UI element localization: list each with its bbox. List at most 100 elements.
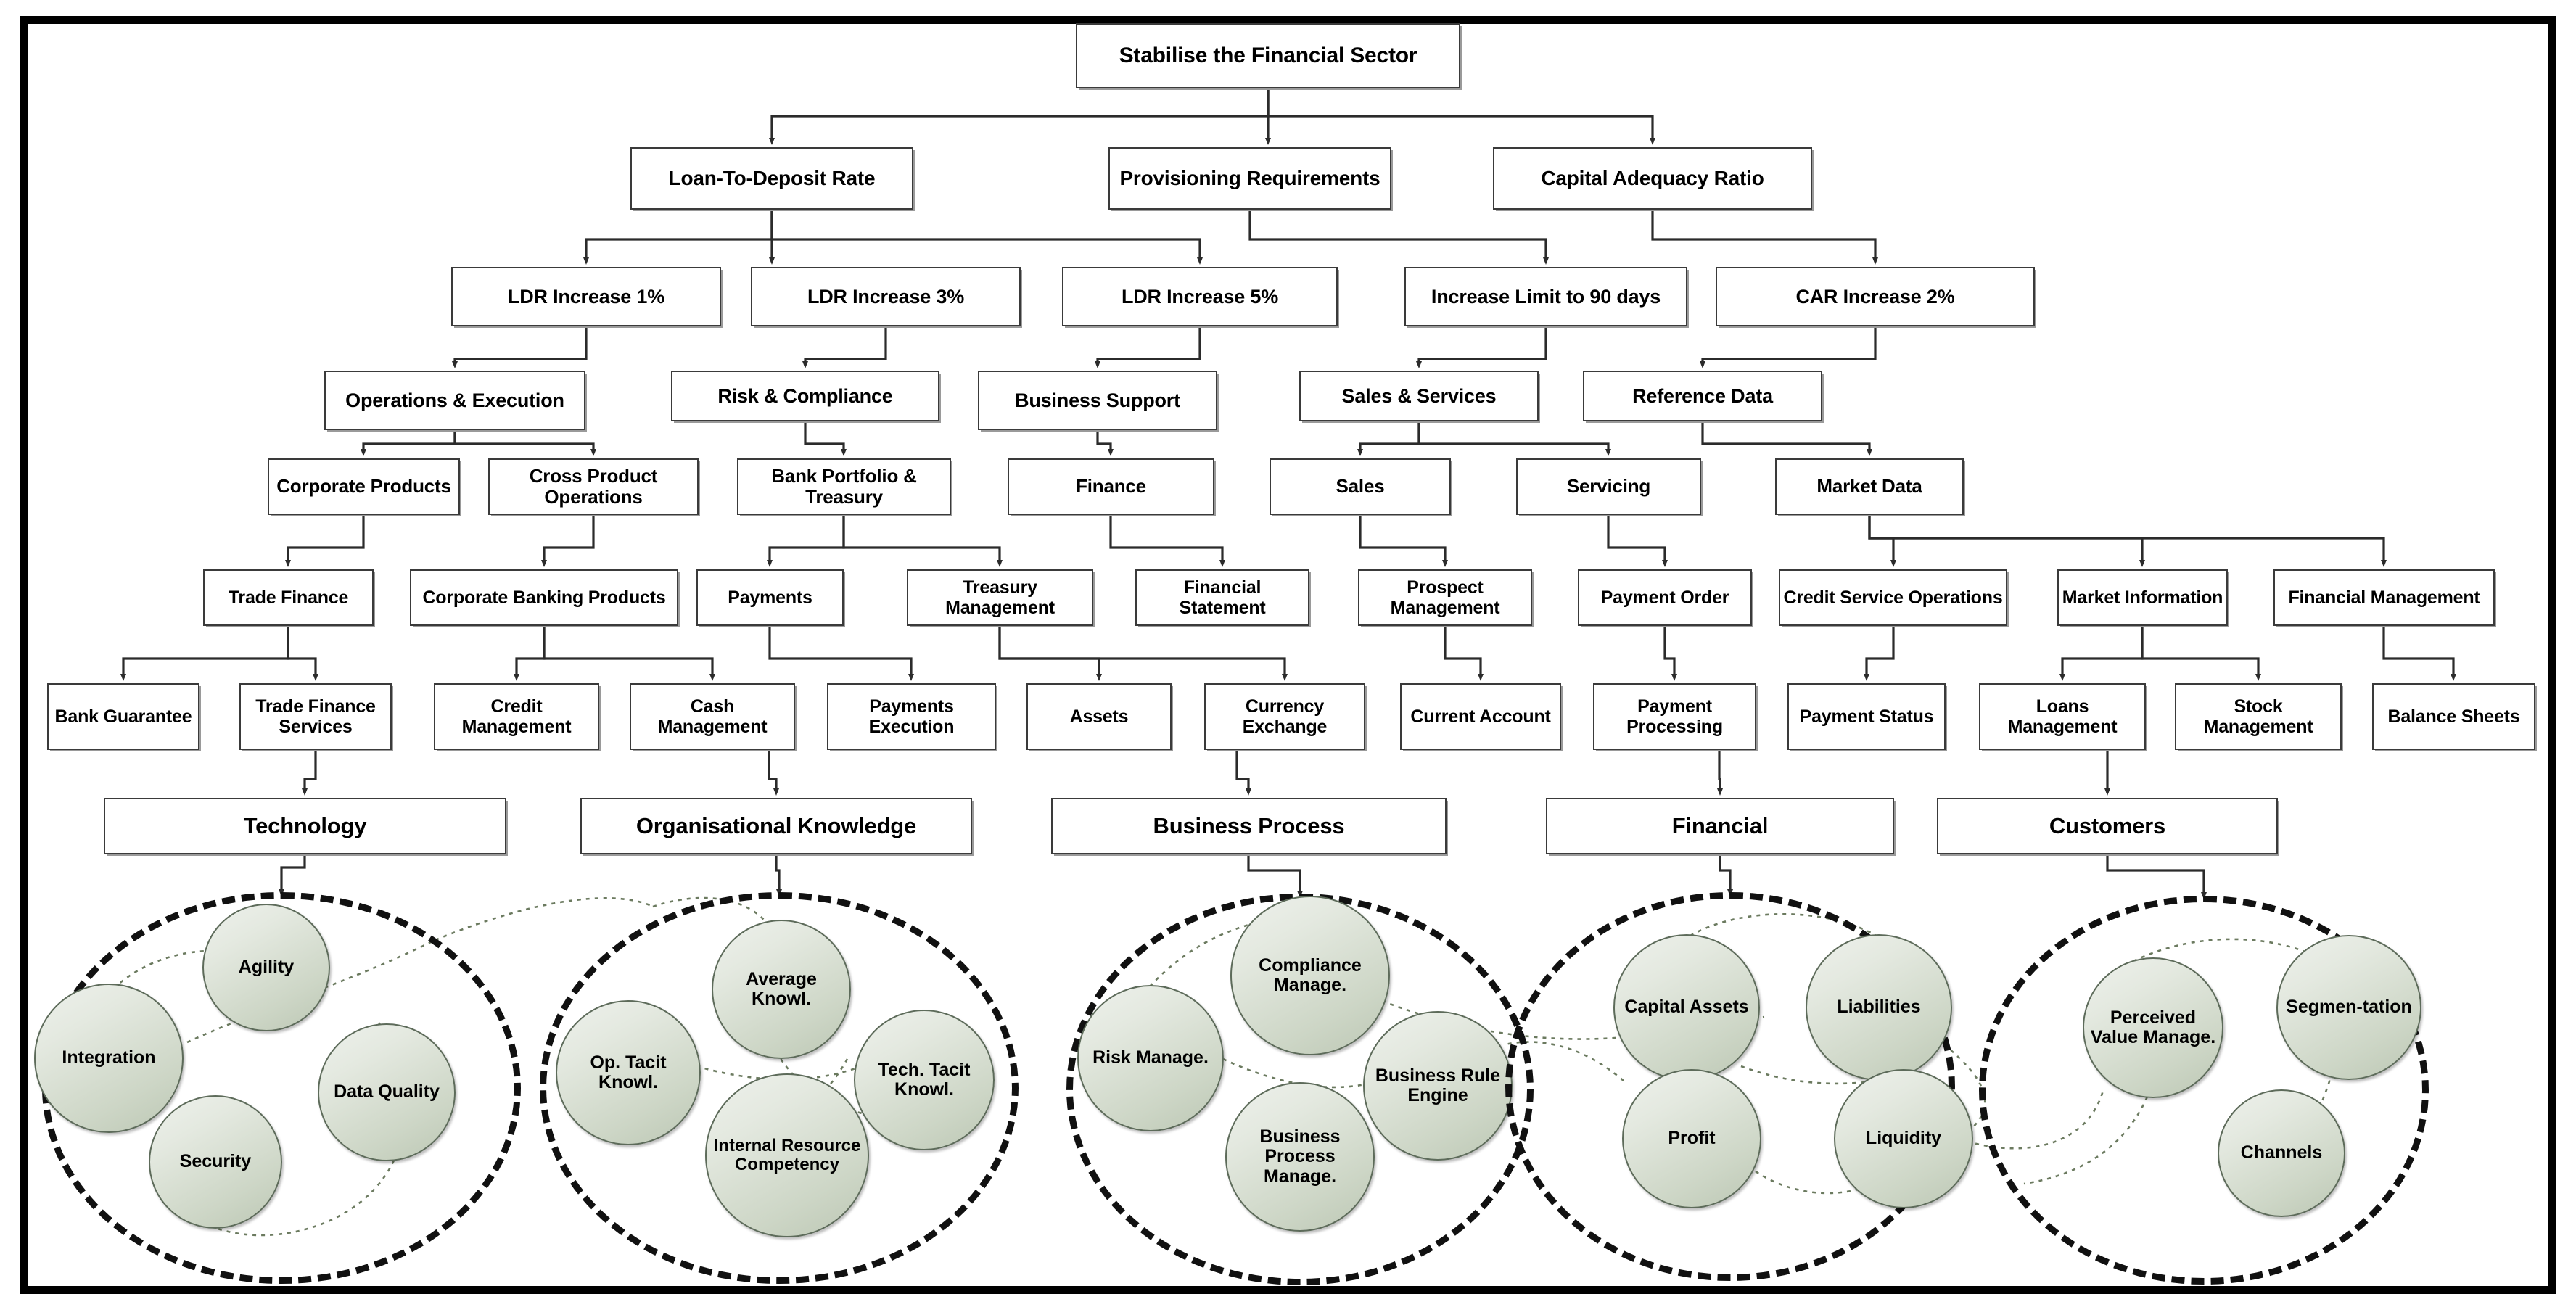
service-box-trade-finance[interactable]: Trade Finance: [203, 569, 374, 626]
outer-frame: [20, 16, 2556, 1294]
capability-box-current-account[interactable]: Current Account: [1400, 683, 1561, 750]
bubble-tech-tacit-knowl[interactable]: Tech. Tacit Knowl.: [854, 1010, 995, 1150]
tactic-label: Increase Limit to 90 days: [1431, 285, 1661, 308]
bubble-op-tacit-knowl[interactable]: Op. Tacit Knowl.: [556, 1000, 701, 1145]
bubble-data-quality[interactable]: Data Quality: [318, 1023, 456, 1161]
capability-label: Credit Management: [461, 696, 572, 737]
tactic-box-car-increase-2[interactable]: CAR Increase 2%: [1716, 267, 2035, 326]
tactic-box-increase-limit-90-days[interactable]: Increase Limit to 90 days: [1404, 267, 1687, 326]
bubble-label: Tech. Tacit Knowl.: [878, 1059, 971, 1100]
bubble-label: Agility: [238, 957, 295, 978]
function-box-finance[interactable]: Finance: [1008, 458, 1214, 515]
service-label: Trade Finance: [228, 588, 349, 608]
bubble-capital-assets[interactable]: Capital Assets: [1613, 934, 1760, 1081]
bubble-risk-manage[interactable]: Risk Manage.: [1077, 985, 1224, 1131]
bubble-segmentation[interactable]: Segmen-tation: [2276, 935, 2421, 1080]
capability-box-cash-management[interactable]: Cash Management: [630, 683, 795, 750]
function-box-cross-product-operations[interactable]: Cross Product Operations: [488, 458, 699, 515]
domain-box-sales-services[interactable]: Sales & Services: [1299, 371, 1539, 421]
capability-label: Balance Sheets: [2387, 706, 2520, 727]
category-box-organisational-knowledge[interactable]: Organisational Knowledge: [580, 798, 972, 854]
service-label: Credit Service Operations: [1783, 588, 2003, 608]
function-box-corporate-products[interactable]: Corporate Products: [268, 458, 460, 515]
tactic-box-ldr-increase-1[interactable]: LDR Increase 1%: [451, 267, 721, 326]
function-box-market-data[interactable]: Market Data: [1775, 458, 1964, 515]
bubble-integration[interactable]: Integration: [34, 984, 184, 1133]
tactic-label: LDR Increase 5%: [1121, 285, 1279, 308]
function-label: Market Data: [1816, 475, 1922, 498]
bubble-average-knowl[interactable]: Average Knowl.: [712, 920, 851, 1059]
bubble-agility[interactable]: Agility: [202, 904, 330, 1031]
domain-label: Business Support: [1015, 389, 1180, 411]
bubble-perceived-value-manage[interactable]: Perceived Value Manage.: [2083, 957, 2223, 1098]
bubble-label: Capital Assets: [1624, 997, 1749, 1018]
bubble-label: Liabilities: [1837, 997, 1921, 1018]
strategy-label: Capital Adequacy Ratio: [1541, 167, 1764, 190]
domain-box-operations-execution[interactable]: Operations & Execution: [324, 371, 585, 430]
domain-label: Risk & Compliance: [717, 384, 893, 407]
category-box-customers[interactable]: Customers: [1937, 798, 2278, 854]
category-box-financial[interactable]: Financial: [1546, 798, 1894, 854]
tactic-box-ldr-increase-3[interactable]: LDR Increase 3%: [751, 267, 1021, 326]
capability-label: Currency Exchange: [1242, 696, 1328, 737]
function-label: Cross Product Operations: [529, 464, 658, 508]
bubble-label: Compliance Manage.: [1259, 955, 1362, 995]
service-box-payments[interactable]: Payments: [696, 569, 844, 626]
bubble-label: Perceived Value Manage.: [2090, 1007, 2216, 1047]
service-box-market-information[interactable]: Market Information: [2057, 569, 2228, 626]
bubble-internal-resource-competency[interactable]: Internal Resource Competency: [705, 1073, 869, 1237]
bubble-compliance-manage[interactable]: Compliance Manage.: [1230, 896, 1390, 1055]
bubble-label: Business Process Manage.: [1259, 1126, 1341, 1187]
category-label: Financial: [1671, 812, 1769, 838]
service-label: Prospect Management: [1390, 577, 1500, 618]
bubble-security[interactable]: Security: [149, 1095, 282, 1229]
function-box-bank-portfolio-treasury[interactable]: Bank Portfolio & Treasury: [737, 458, 951, 515]
bubble-label: Op. Tacit Knowl.: [590, 1052, 667, 1092]
function-label: Finance: [1076, 475, 1146, 498]
domain-box-business-support[interactable]: Business Support: [978, 371, 1217, 430]
domain-box-reference-data[interactable]: Reference Data: [1583, 371, 1822, 421]
bubble-business-rule-engine[interactable]: Business Rule Engine: [1363, 1011, 1513, 1161]
capability-box-trade-finance-services[interactable]: Trade Finance Services: [239, 683, 392, 750]
service-box-corporate-banking-products[interactable]: Corporate Banking Products: [410, 569, 678, 626]
tactic-box-ldr-increase-5[interactable]: LDR Increase 5%: [1062, 267, 1338, 326]
bubble-liabilities[interactable]: Liabilities: [1806, 934, 1952, 1081]
tactic-label: CAR Increase 2%: [1795, 285, 1955, 308]
capability-box-payment-processing[interactable]: Payment Processing: [1593, 683, 1756, 750]
bubble-label: Channels: [2240, 1142, 2323, 1163]
capability-label: Loans Management: [2007, 696, 2118, 737]
capability-label: Bank Guarantee: [54, 706, 192, 727]
service-label: Market Information: [2062, 588, 2223, 608]
category-box-business-process[interactable]: Business Process: [1051, 798, 1447, 854]
capability-label: Payment Status: [1799, 706, 1934, 727]
service-box-prospect-management[interactable]: Prospect Management: [1358, 569, 1532, 626]
bubble-liquidity[interactable]: Liquidity: [1834, 1069, 1973, 1208]
service-box-financial-statement[interactable]: Financial Statement: [1135, 569, 1309, 626]
bubble-profit[interactable]: Profit: [1622, 1069, 1761, 1208]
category-box-technology[interactable]: Technology: [104, 798, 506, 854]
strategy-box-capital-adequacy-ratio[interactable]: Capital Adequacy Ratio: [1493, 147, 1812, 210]
bubble-label: Profit: [1668, 1128, 1716, 1149]
capability-box-stock-management[interactable]: Stock Management: [2175, 683, 2342, 750]
capability-box-payments-execution[interactable]: Payments Execution: [827, 683, 996, 750]
service-box-credit-service-operations[interactable]: Credit Service Operations: [1779, 569, 2007, 626]
goal-box[interactable]: Stabilise the Financial Sector: [1076, 23, 1460, 88]
strategy-box-provisioning-requirements[interactable]: Provisioning Requirements: [1108, 147, 1391, 210]
capability-label: Current Account: [1410, 706, 1551, 727]
capability-box-payment-status[interactable]: Payment Status: [1787, 683, 1946, 750]
strategy-box-loan-to-deposit-rate[interactable]: Loan-To-Deposit Rate: [630, 147, 913, 210]
capability-box-assets[interactable]: Assets: [1026, 683, 1172, 750]
function-box-sales[interactable]: Sales: [1270, 458, 1451, 515]
capability-box-loans-management[interactable]: Loans Management: [1979, 683, 2146, 750]
service-box-payment-order[interactable]: Payment Order: [1578, 569, 1752, 626]
capability-box-balance-sheets[interactable]: Balance Sheets: [2372, 683, 2535, 750]
bubble-channels[interactable]: Channels: [2218, 1089, 2345, 1217]
function-box-servicing[interactable]: Servicing: [1516, 458, 1701, 515]
capability-box-currency-exchange[interactable]: Currency Exchange: [1204, 683, 1365, 750]
service-box-financial-management[interactable]: Financial Management: [2273, 569, 2495, 626]
capability-box-credit-management[interactable]: Credit Management: [434, 683, 599, 750]
domain-box-risk-compliance[interactable]: Risk & Compliance: [671, 371, 939, 421]
capability-box-bank-guarantee[interactable]: Bank Guarantee: [47, 683, 199, 750]
bubble-business-process-manage[interactable]: Business Process Manage.: [1225, 1082, 1375, 1232]
service-box-treasury-management[interactable]: Treasury Management: [907, 569, 1093, 626]
